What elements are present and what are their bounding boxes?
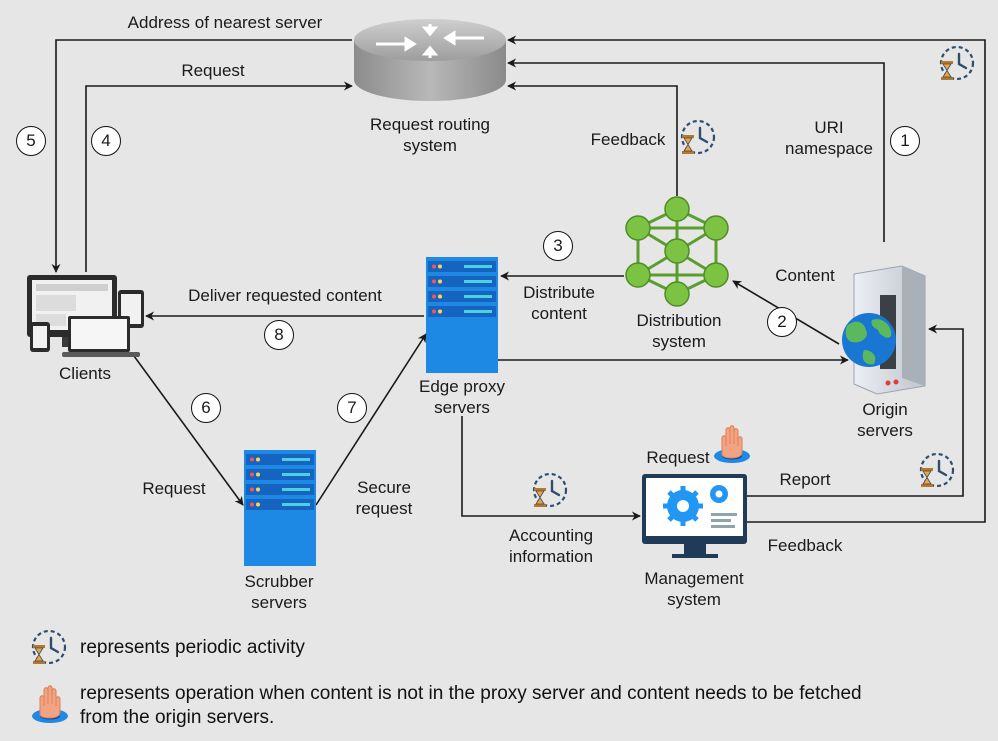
origin-server-globe-icon	[842, 265, 926, 395]
edge-distribution-feedback	[507, 81, 678, 196]
edge-uri-namespace	[507, 58, 885, 242]
legend-fetch-text-line2: from the origin servers.	[80, 707, 275, 728]
edge-label-content: Content	[775, 266, 835, 285]
edge-label-feedback-management: Feedback	[767, 536, 843, 555]
edge-address-nearest-server	[51, 39, 352, 273]
edge-label-request-management: Request	[646, 448, 710, 467]
distribution-graph-icon	[625, 196, 729, 307]
hand-touch-icon	[32, 685, 68, 723]
edge-label-address: Address of nearest server	[127, 13, 323, 32]
edge-server-rack-icon	[426, 257, 498, 373]
clock-hourglass-icon	[532, 472, 568, 509]
step-badge: 7	[337, 393, 367, 423]
edge-label-deliver: Deliver requested content	[188, 286, 382, 305]
hand-touch-icon	[714, 425, 750, 463]
edge-label-request-scrubber: Request	[142, 479, 206, 498]
edge-request-scrubber	[133, 355, 244, 506]
node-label-origin: Origin servers	[857, 400, 913, 440]
node-label-clients: Clients	[59, 364, 111, 383]
edge-label-uri-namespace: URI namespace	[785, 118, 873, 158]
management-monitor-icon	[642, 474, 747, 558]
clients-devices-icon	[27, 275, 144, 357]
node-label-distribution: Distribution system	[636, 311, 722, 351]
legend-fetch-text-line1: represents operation when content is not…	[80, 683, 862, 704]
step-badge: 4	[91, 126, 121, 156]
router-icon	[354, 19, 506, 101]
edge-client-request	[85, 81, 353, 272]
node-label-scrubber: Scrubber servers	[244, 572, 314, 612]
node-label-edge-proxy: Edge proxy servers	[419, 377, 505, 417]
step-badge: 6	[191, 393, 221, 423]
step-badge: 5	[16, 126, 46, 156]
edge-management-feedback	[507, 35, 986, 523]
legend-periodic-text: represents periodic activity	[80, 637, 305, 658]
edge-accounting	[461, 416, 641, 521]
edge-label-feedback-distribution: Feedback	[590, 130, 666, 149]
step-badge: 1	[890, 126, 920, 156]
edge-label-secure-request: Secure request	[355, 478, 413, 518]
clock-hourglass-icon	[680, 119, 716, 156]
step-badge: 3	[543, 231, 573, 261]
edge-label-report: Report	[779, 470, 831, 489]
edge-label-accounting: Accounting information	[508, 526, 594, 566]
clock-hourglass-icon	[939, 45, 975, 82]
node-label-request-routing: Request routing system	[369, 115, 491, 155]
clock-hourglass-icon	[31, 629, 67, 666]
edge-label-request-top: Request	[181, 61, 245, 80]
edge-report	[746, 324, 964, 497]
clock-hourglass-icon	[919, 452, 955, 489]
step-badge: 8	[264, 320, 294, 350]
step-badge: 2	[767, 307, 797, 337]
node-label-management: Management system	[644, 569, 744, 609]
edge-label-distribute-content: Distribute content	[523, 283, 595, 323]
edge-secure-request	[315, 333, 427, 506]
scrubber-server-rack-icon	[244, 450, 316, 566]
